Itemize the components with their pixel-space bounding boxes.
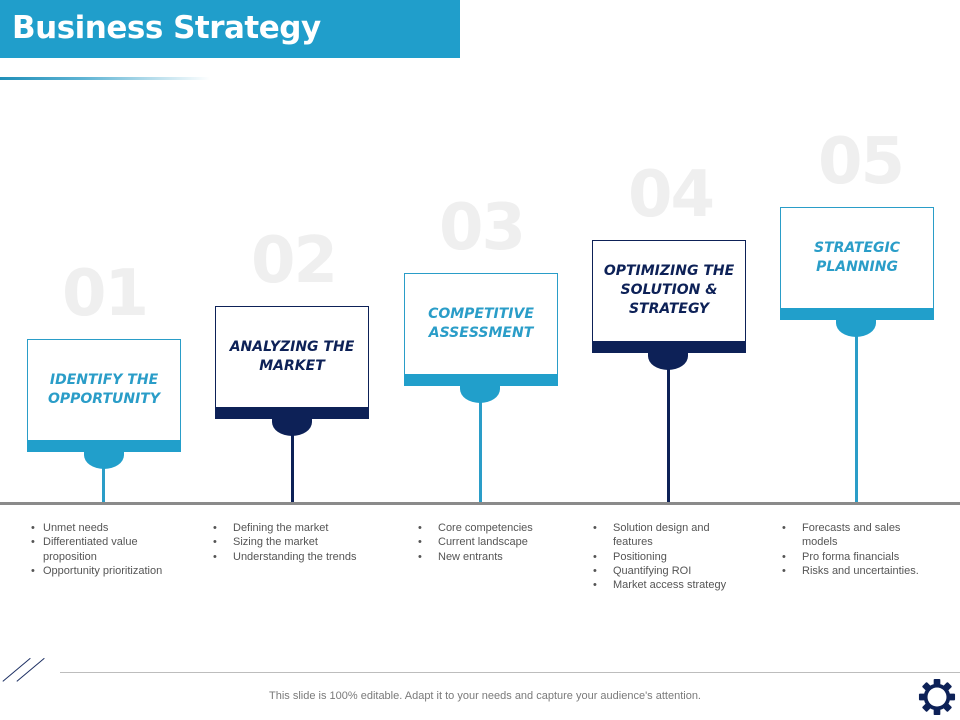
footer-text: This slide is 100% editable. Adapt it to… xyxy=(269,690,701,702)
step-1-title: IDENTIFY THE OPPORTUNITY xyxy=(47,371,160,407)
bullet-item: Positioning xyxy=(593,550,738,565)
slash-decoration xyxy=(16,657,45,683)
bullet-item: Opportunity prioritization xyxy=(31,564,183,579)
step-2-bullets: Defining the market Sizing the market Un… xyxy=(213,521,383,565)
step-3-card: COMPETITIVE ASSESSMENT xyxy=(404,273,558,386)
gear-icon xyxy=(918,678,956,716)
bullet-item: Pro forma financials xyxy=(782,550,937,565)
slash-decoration xyxy=(2,657,31,683)
step-5-bullets: Forecasts and sales models Pro forma fin… xyxy=(782,521,937,579)
bullet-item: Solution design and features xyxy=(593,521,738,550)
step-number-04: 04 xyxy=(628,158,715,232)
step-1-pin xyxy=(84,449,124,469)
step-5-title: STRATEGIC PLANNING xyxy=(814,239,900,275)
bullet-item: Unmet needs xyxy=(31,521,183,536)
timeline-baseline xyxy=(0,502,960,505)
bullet-item: Differentiated value proposition xyxy=(31,535,183,564)
step-4-stem xyxy=(667,356,670,503)
step-3-stem xyxy=(479,389,482,503)
step-2-stem xyxy=(291,422,294,503)
step-1-bullets: Unmet needs Differentiated value proposi… xyxy=(31,521,183,579)
step-5-stem xyxy=(855,323,858,503)
bullet-item: Understanding the trends xyxy=(213,550,383,565)
step-number-03: 03 xyxy=(439,191,526,265)
step-3-title: COMPETITIVE ASSESSMENT xyxy=(428,305,534,341)
step-1-stem xyxy=(102,455,105,503)
bullet-item: Quantifying ROI xyxy=(593,564,738,579)
title-underline-decoration xyxy=(0,77,210,80)
step-number-05: 05 xyxy=(818,125,905,199)
step-4-card-bar xyxy=(592,341,746,353)
step-5-card-bar xyxy=(780,308,934,320)
bullet-item: Market access strategy xyxy=(593,578,738,593)
step-4-bullets: Solution design and features Positioning… xyxy=(593,521,738,593)
bullet-item: Current landscape xyxy=(418,535,578,550)
step-3-pin xyxy=(460,383,500,403)
bullet-item: Core competencies xyxy=(418,521,578,536)
step-number-01: 01 xyxy=(62,257,149,331)
bullet-item: New entrants xyxy=(418,550,578,565)
step-2-title: ANALYZING THE MARKET xyxy=(229,338,355,374)
step-3-card-bar xyxy=(404,374,558,386)
bullet-item: Forecasts and sales models xyxy=(782,521,937,550)
title-bar: Business Strategy xyxy=(0,0,460,58)
step-4-card: OPTIMIZING THE SOLUTION & STRATEGY xyxy=(592,240,746,353)
step-1-card-bar xyxy=(27,440,181,452)
step-number-02: 02 xyxy=(251,224,338,298)
bullet-item: Defining the market xyxy=(213,521,383,536)
step-2-card: ANALYZING THE MARKET xyxy=(215,306,369,419)
step-4-pin xyxy=(648,350,688,370)
footer-divider xyxy=(60,672,960,673)
step-4-title: OPTIMIZING THE SOLUTION & STRATEGY xyxy=(603,263,735,317)
bullet-item: Sizing the market xyxy=(213,535,383,550)
step-5-card: STRATEGIC PLANNING xyxy=(780,207,934,320)
step-1-card: IDENTIFY THE OPPORTUNITY xyxy=(27,339,181,452)
step-3-bullets: Core competencies Current landscape New … xyxy=(418,521,578,565)
page-title: Business Strategy xyxy=(12,10,321,46)
step-2-card-bar xyxy=(215,407,369,419)
bullet-item: Risks and uncertainties. xyxy=(782,564,937,579)
step-5-pin xyxy=(836,317,876,337)
step-2-pin xyxy=(272,416,312,436)
